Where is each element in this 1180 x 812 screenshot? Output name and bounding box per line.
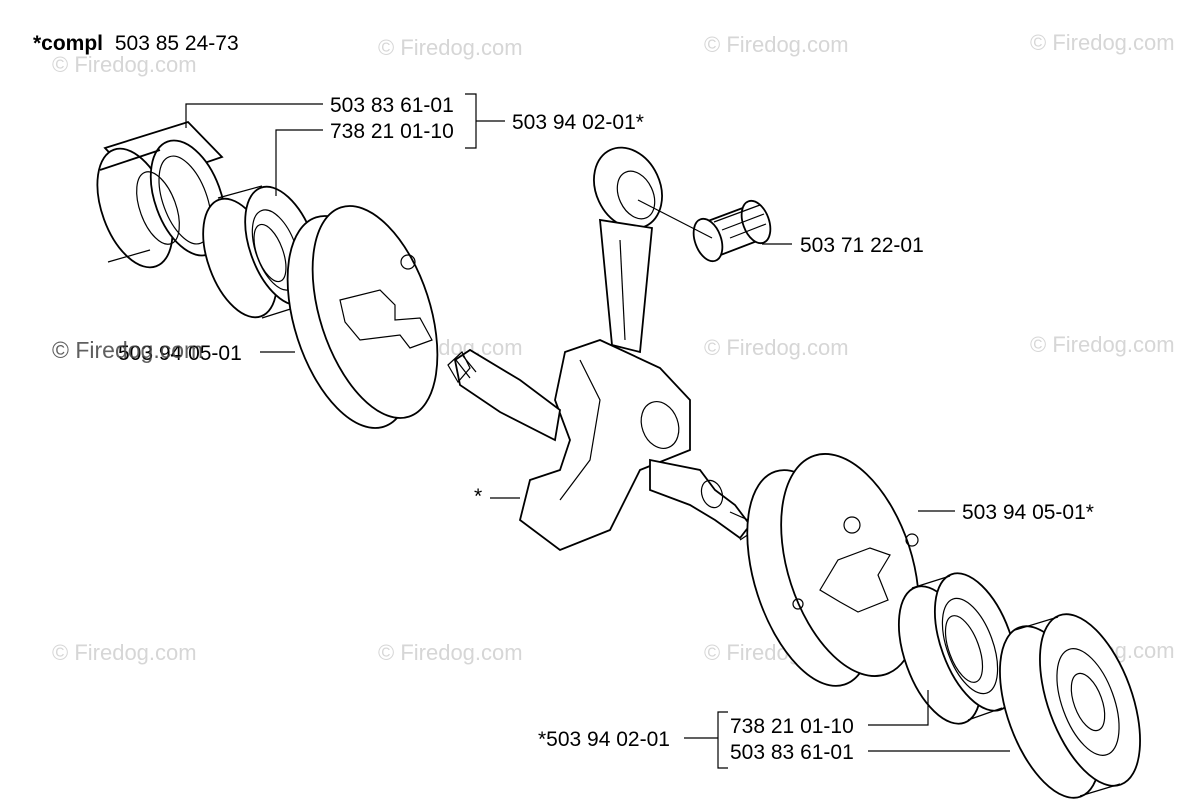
- label-kit-bottom: *503 94 02-01: [538, 728, 670, 751]
- watermark: © Firedog.com: [52, 337, 203, 363]
- assembly-title: *compl 503 85 24-73: [33, 32, 239, 55]
- compl-number: 503 85 24-73: [115, 32, 239, 55]
- label-seal-bottom: 503 83 61-01: [730, 741, 854, 764]
- watermark: © Firedog.com: [378, 640, 523, 665]
- watermark: © Firedog.com: [704, 335, 849, 360]
- label-crank-half-right: 503 94 05-01*: [962, 501, 1094, 524]
- part-labels: 503 83 61-01 738 21 01-10 503 94 02-01* …: [118, 94, 1094, 764]
- bearing-top: [202, 185, 320, 319]
- leader-lines: [185, 93, 1010, 769]
- label-bearing-top: 738 21 01-10: [330, 120, 454, 143]
- needle-bearing: [692, 199, 772, 263]
- seal-bottom: [999, 613, 1141, 799]
- watermark: © Firedog.com: [704, 32, 849, 57]
- label-seal-top: 503 83 61-01: [330, 94, 454, 117]
- watermark: © Firedog.com: [52, 52, 197, 77]
- crank-half-right: [746, 453, 920, 687]
- watermark: © Firedog.com: [1030, 332, 1175, 357]
- label-crank-half-left: 503 94 05-01: [118, 342, 242, 365]
- label-kit-top: 503 94 02-01*: [512, 111, 644, 134]
- watermark: © Firedog.com: [52, 640, 197, 665]
- watermark: © Firedog.com: [1030, 30, 1175, 55]
- label-crankshaft: *: [474, 485, 482, 508]
- label-needle-bearing: 503 71 22-01: [800, 234, 924, 257]
- bearing-bottom: [898, 572, 1018, 725]
- watermark: © Firedog.com: [378, 35, 523, 60]
- crank-half-left: [286, 205, 439, 429]
- label-bearing-bottom: 738 21 01-10: [730, 715, 854, 738]
- compl-prefix: *compl: [33, 32, 103, 55]
- crankshaft-with-connecting-rod: [447, 146, 753, 552]
